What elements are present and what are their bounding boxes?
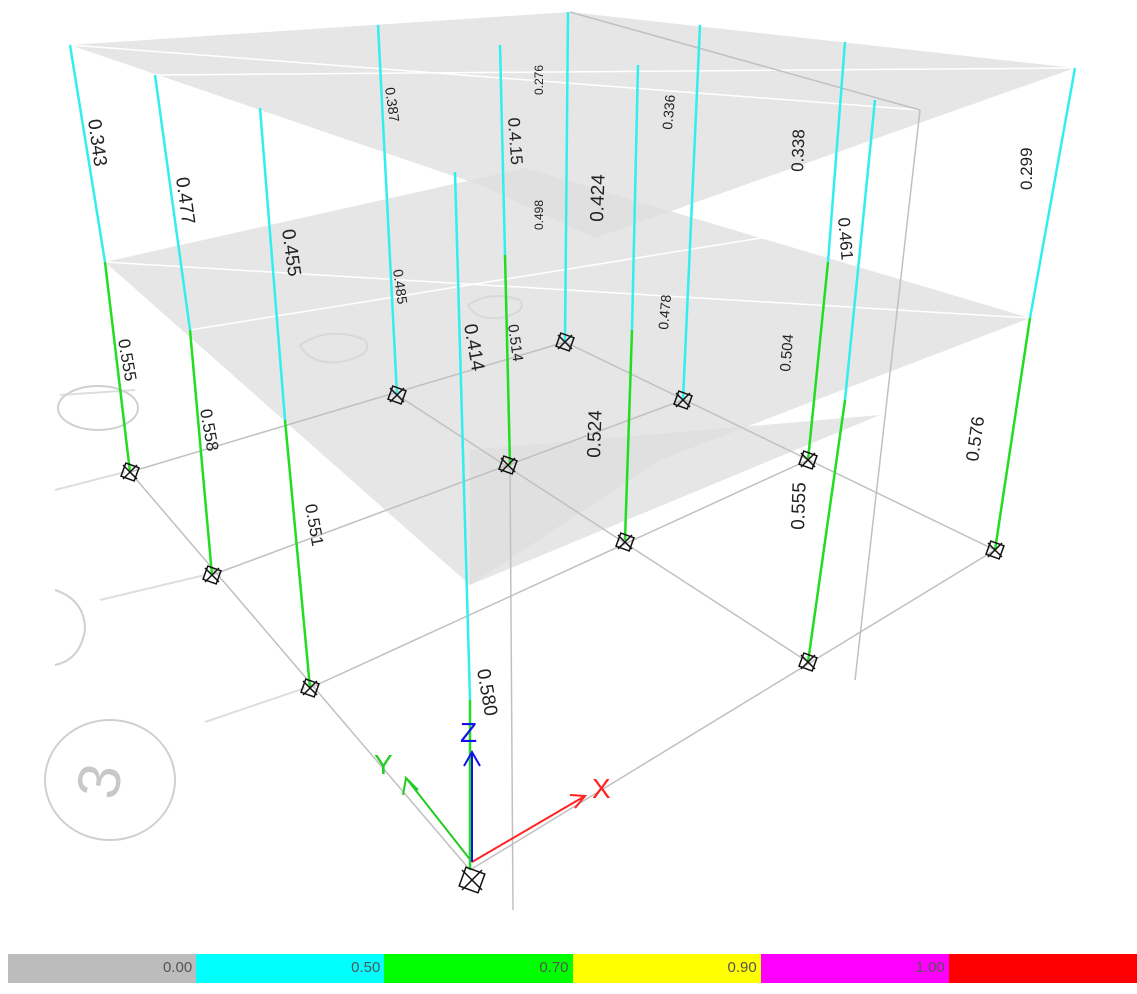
floor-slabs [70, 12, 1075, 585]
ratio-label-c1-upper: 0.343 [83, 118, 110, 168]
z-axis-label: Z [460, 717, 477, 748]
column-c3-lower [283, 419, 312, 689]
columns [68, 11, 1077, 870]
ratio-label-c8-upper: 0.424 [587, 173, 610, 222]
legend-segment-label: 0.70 [539, 959, 569, 976]
ratio-label-c5-upper: 0.4.15 [504, 117, 526, 165]
ratio-label-c11-upper: 0.461 [834, 217, 857, 261]
z-axis-arrow [463, 749, 481, 767]
support-symbol [120, 462, 140, 482]
ratio-label-c10-upper: 0.338 [788, 129, 808, 172]
column-c2-upper [153, 74, 192, 331]
ratio-label-c6-upper: 0.276 [532, 65, 546, 95]
support-symbol [202, 565, 222, 585]
column-c10-lower [806, 261, 830, 461]
support-symbol [498, 455, 518, 475]
global-axes [402, 749, 588, 863]
column-c2-lower [188, 329, 214, 576]
column-c5-lower [503, 254, 512, 466]
ratio-label-c4-upper: 0.387 [382, 86, 403, 123]
support-symbols [120, 332, 1005, 894]
support-symbol [615, 532, 635, 552]
column-c4 [376, 24, 399, 396]
support-symbol [798, 652, 818, 672]
column-c12-lower [993, 317, 1032, 551]
support-symbol [673, 390, 693, 410]
column-c5-upper [498, 44, 507, 256]
y-axis-arrow [402, 775, 419, 796]
ratio-label-c13-lower: 0.580 [472, 667, 501, 717]
column-c1-upper [68, 44, 107, 263]
column-c8-upper [630, 64, 640, 331]
ratio-label-c4-lower: 0.485 [390, 268, 411, 305]
support-symbol [798, 450, 818, 470]
ratio-label-c9-upper: 0.336 [659, 94, 678, 131]
support-symbol [458, 866, 486, 894]
ratio-label-c9-lower: 0.478 [655, 294, 674, 331]
structure-3d-view[interactable]: 3 [0, 0, 1137, 930]
grid-bubble-label: 3 [63, 759, 135, 804]
x-axis [471, 795, 586, 863]
legend-segment: 0.00 [8, 954, 197, 983]
column-c10-upper [826, 41, 847, 263]
ratio-label-c6-lower: 0.498 [532, 200, 546, 230]
legend-segment: 0.70 [384, 954, 573, 983]
slab-edges [69, 44, 1076, 331]
legend-segment: 1.00 [760, 954, 949, 983]
ratio-label-c10-lower: 0.504 [777, 333, 797, 372]
support-symbol [985, 540, 1005, 560]
legend-segment: 0.90 [572, 954, 761, 983]
legend-segment-label: 0.50 [351, 959, 381, 976]
column-c8-lower [623, 329, 634, 541]
base-beams [129, 11, 996, 911]
ratio-label-c5-lower: 0.514 [504, 323, 526, 363]
support-symbol [387, 385, 407, 405]
legend-segment-label: 0.90 [727, 959, 757, 976]
ratio-label-c12-upper: 0.299 [1017, 147, 1036, 190]
legend-segment [948, 954, 1137, 983]
column-c3-upper [258, 107, 287, 421]
legend-segment-label: 0.00 [162, 959, 193, 976]
ratio-label-c12-lower: 0.576 [962, 415, 988, 462]
support-symbol [300, 678, 320, 698]
ratio-label-c8-lower: 0.524 [584, 409, 607, 458]
column-c1-lower [103, 261, 132, 473]
x-axis-label: X [592, 773, 611, 804]
legend-segment-label: 1.00 [915, 959, 945, 976]
column-c11-upper [843, 99, 877, 401]
column-c9 [681, 24, 702, 401]
column-c12-upper [1028, 67, 1077, 319]
y-axis-label: Y [374, 749, 393, 780]
column-c11-lower [806, 399, 847, 663]
support-symbol [555, 332, 575, 352]
column-c6 [563, 11, 570, 343]
x-axis-arrow [569, 794, 588, 809]
column-c7 [453, 171, 472, 701]
legend-segment: 0.50 [196, 954, 385, 983]
ratio-label-c11-lower: 0.555 [788, 482, 811, 530]
y-axis [405, 777, 473, 863]
ratio-color-legend: 0.00 0.50 0.70 0.90 1.00 [8, 954, 1137, 983]
grid-lines [54, 389, 306, 723]
